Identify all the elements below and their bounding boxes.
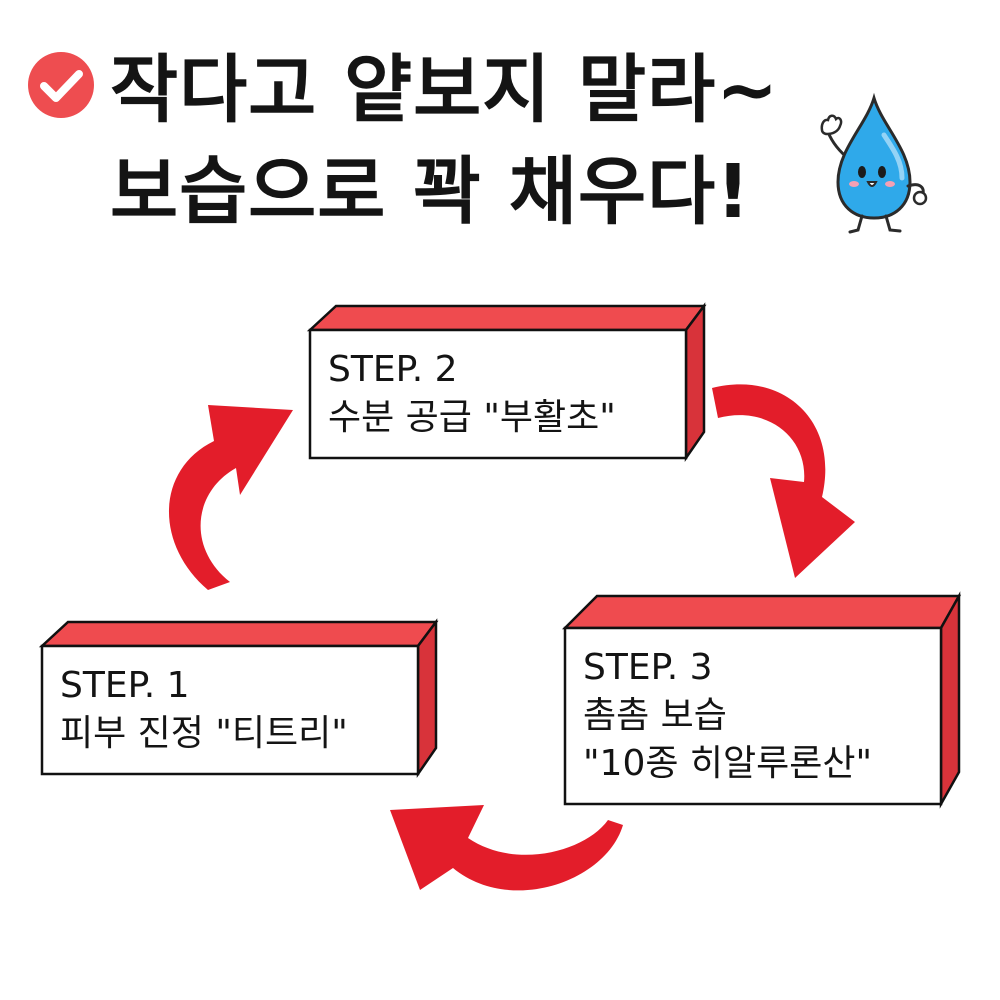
title-line-2: 보습으로 꽉 채우다! — [110, 149, 751, 235]
step-2-label: STEP. 2 — [328, 349, 458, 390]
step-2-box: STEP. 2 수분 공급 "부활초" — [306, 302, 718, 464]
title-line-1: 작다고 얕보지 말라~ — [110, 47, 780, 133]
step-1-line-1: 피부 진정 "티트리" — [60, 713, 348, 754]
curved-arrow-icon — [168, 405, 293, 590]
step-2-line-1: 수분 공급 "부활초" — [328, 397, 616, 438]
step-3-box: STEP. 3 촘촘 보습 "10종 히알루론산" — [561, 591, 973, 809]
step-3-line-1: 촘촘 보습 — [583, 695, 727, 736]
curved-arrow-icon — [390, 805, 623, 891]
step-3-line-2: "10종 히알루론산" — [583, 743, 873, 784]
water-drop-mascot-icon — [820, 92, 928, 234]
curved-arrow-icon — [712, 384, 855, 578]
step-1-box: STEP. 1 피부 진정 "티트리" — [38, 618, 450, 780]
step-3-label: STEP. 3 — [583, 647, 713, 688]
step-1-label: STEP. 1 — [60, 665, 190, 706]
check-circle-icon — [28, 52, 94, 118]
